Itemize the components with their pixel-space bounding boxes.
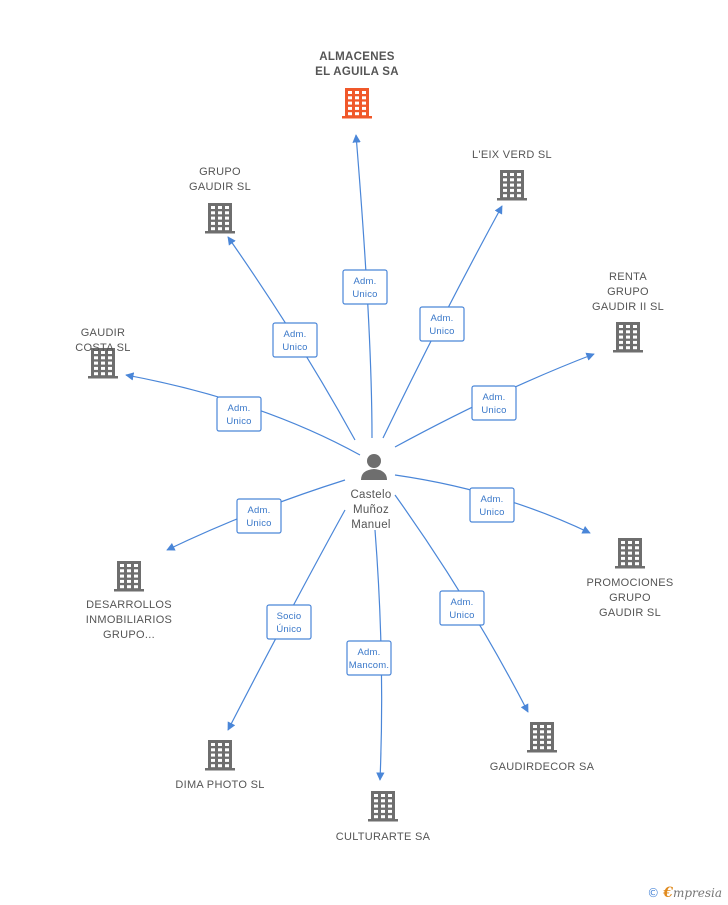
building-icon	[368, 791, 398, 822]
relation-label-gaudirdecor: Adm. Unico	[439, 590, 485, 626]
relation-text: Unico	[352, 289, 377, 300]
building-icon	[205, 203, 235, 234]
person-name: Muñoz	[353, 504, 389, 516]
company-name: GRUPO	[607, 286, 649, 298]
company-name: ALMACENES	[319, 51, 395, 63]
relation-text: Adm.	[228, 403, 251, 414]
person-name: Castelo	[350, 489, 391, 501]
relation-label-almacenes: Adm. Unico	[342, 269, 388, 305]
building-icon	[342, 88, 372, 119]
company-name: GRUPO	[609, 592, 651, 604]
relation-text: Adm.	[284, 329, 307, 340]
relation-box	[471, 385, 517, 421]
building-icon	[205, 740, 235, 771]
company-node-leix-verd[interactable]: L'EIX VERD SL	[472, 149, 552, 201]
relation-text: Adm.	[481, 494, 504, 505]
company-node-gaudirdecor[interactable]: GAUDIRDECOR SA	[490, 722, 595, 773]
relation-label-renta-grupo: Adm. Unico	[471, 385, 517, 421]
company-node-promociones[interactable]: PROMOCIONES GRUPO GAUDIR SL	[586, 538, 673, 619]
relation-label-gaudir-costa: Adm. Unico	[216, 396, 262, 432]
company-node-dima-photo[interactable]: DIMA PHOTO SL	[175, 740, 264, 791]
relation-label-promociones: Adm. Unico	[469, 487, 515, 523]
relation-text: Unico	[226, 416, 251, 427]
relation-label-leix-verd: Adm. Unico	[419, 306, 465, 342]
building-icon	[615, 538, 645, 569]
relation-text: Único	[276, 624, 301, 635]
company-name: INMOBILIARIOS	[86, 614, 172, 626]
relation-box	[439, 590, 485, 626]
relation-box	[469, 487, 515, 523]
company-name: CULTURARTE SA	[336, 831, 431, 843]
relation-text: Mancom.	[349, 660, 389, 671]
company-name: GAUDIR II SL	[592, 301, 664, 313]
person-name: Manuel	[351, 519, 391, 531]
relation-box	[346, 640, 392, 676]
relation-text: Unico	[246, 518, 271, 529]
relation-box	[419, 306, 465, 342]
building-icon	[88, 348, 118, 379]
building-icon	[527, 722, 557, 753]
company-node-culturarte[interactable]: CULTURARTE SA	[336, 791, 431, 843]
company-name: GRUPO	[199, 166, 241, 178]
relation-text: Unico	[429, 326, 454, 337]
company-name: GAUDIRDECOR SA	[490, 761, 595, 773]
company-name: GAUDIR SL	[599, 607, 661, 619]
relation-box	[342, 269, 388, 305]
building-icon	[114, 561, 144, 592]
copyright-icon: ©	[647, 886, 660, 900]
company-node-renta-grupo[interactable]: RENTA GRUPO GAUDIR II SL	[592, 271, 664, 353]
company-name: GAUDIR	[81, 327, 126, 339]
relation-text: Adm.	[358, 647, 381, 658]
relation-text: Unico	[282, 342, 307, 353]
relation-text: Unico	[479, 507, 504, 518]
relation-text: Adm.	[354, 276, 377, 287]
relation-label-culturarte: Adm. Mancom.	[346, 640, 392, 676]
company-name: RENTA	[609, 271, 647, 283]
company-node-desarrollos[interactable]: DESARROLLOS INMOBILIARIOS GRUPO...	[86, 561, 172, 641]
company-name: GAUDIR SL	[189, 181, 251, 193]
relation-text: Unico	[449, 610, 474, 621]
relation-text: Unico	[481, 405, 506, 416]
company-name: DESARROLLOS	[86, 599, 172, 611]
brand-name: mpresia	[672, 886, 722, 900]
company-name: DIMA PHOTO SL	[175, 779, 264, 791]
relation-box	[236, 498, 282, 534]
relation-label-desarrollos: Adm. Unico	[236, 498, 282, 534]
company-name: EL AGUILA SA	[315, 66, 399, 78]
company-name: GRUPO...	[103, 629, 155, 641]
company-name: PROMOCIONES	[586, 577, 673, 589]
company-node-grupo-gaudir[interactable]: GRUPO GAUDIR SL	[189, 166, 251, 234]
relation-text: Adm.	[431, 313, 454, 324]
relation-box	[272, 322, 318, 358]
relation-text: Adm.	[451, 597, 474, 608]
building-icon	[497, 170, 527, 201]
relation-text: Socio	[277, 611, 302, 622]
relation-label-grupo-gaudir: Adm. Unico	[272, 322, 318, 358]
brand-footer: ©€mpresia	[647, 885, 722, 901]
relation-box	[216, 396, 262, 432]
company-node-almacenes[interactable]: ALMACENES EL AGUILA SA	[315, 51, 399, 119]
company-node-gaudir-costa[interactable]: GAUDIR COSTA SL	[75, 327, 130, 379]
person-icon	[361, 454, 387, 480]
relation-box	[266, 604, 312, 640]
relation-text: Adm.	[483, 392, 506, 403]
brand-logo-initial: €	[663, 885, 673, 901]
edge-almacenes	[352, 134, 373, 439]
relation-text: Adm.	[248, 505, 271, 516]
company-name: L'EIX VERD SL	[472, 149, 552, 161]
building-icon	[613, 322, 643, 353]
company-name: COSTA SL	[75, 342, 130, 354]
